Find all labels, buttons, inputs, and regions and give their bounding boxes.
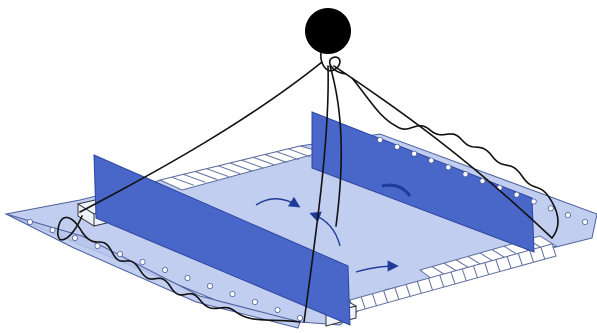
sheet-hole	[565, 213, 570, 218]
sheet-hole	[117, 251, 122, 256]
sheet-hole	[394, 144, 399, 149]
sheet-hole	[185, 275, 190, 280]
sheet-hole	[230, 291, 235, 296]
sheet-hole	[548, 206, 553, 211]
sheet-hole	[27, 219, 32, 224]
sheet-hole	[252, 299, 257, 304]
sheet-hole	[207, 283, 212, 288]
sheet-hole	[429, 158, 434, 163]
sheet-hole	[95, 243, 100, 248]
sheet-hole	[514, 192, 519, 197]
sheet-hole	[377, 137, 382, 142]
sheet-hole	[297, 315, 302, 320]
sheet-hole	[140, 259, 145, 264]
sheet-hole	[50, 227, 55, 232]
sheet-hole	[463, 172, 468, 177]
sheet-hole	[446, 165, 451, 170]
sheet-hole	[162, 267, 167, 272]
sheet-hole	[72, 235, 77, 240]
sheet-hole	[412, 151, 417, 156]
sheet-hole	[582, 219, 587, 224]
sheet-hole	[275, 307, 280, 312]
sheet-hole	[480, 178, 485, 183]
sheet-hole	[531, 199, 536, 204]
black-ball-icon	[305, 8, 351, 54]
